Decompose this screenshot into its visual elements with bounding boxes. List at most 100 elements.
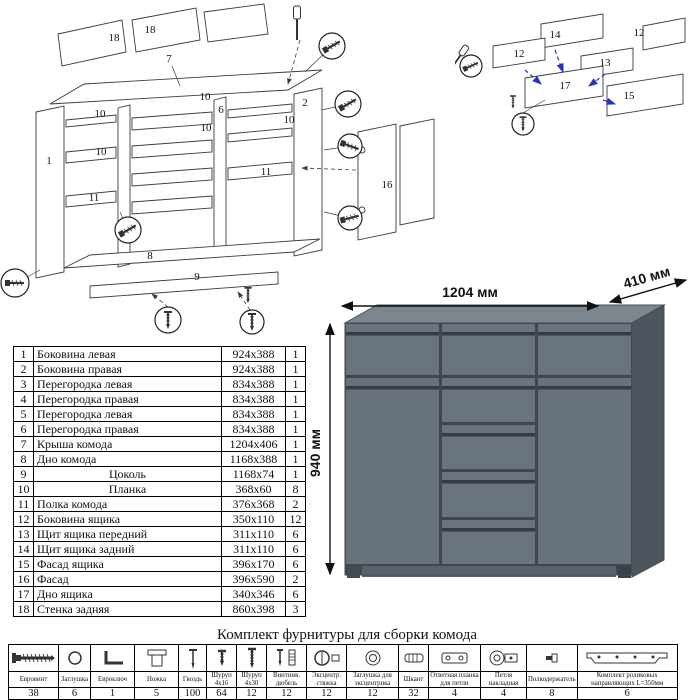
parts-cell-name: Боковина ящика: [33, 511, 222, 527]
parts-cell-num: 1: [13, 346, 34, 362]
parts-cell-num: 15: [13, 556, 34, 572]
hardware-item-name: Петля накладная: [480, 671, 527, 688]
parts-cell-name: Щит ящика задний: [33, 541, 222, 557]
parts-cell-size: 396x590: [221, 571, 286, 587]
hardware-item-name: Винтнив. дюбель: [266, 671, 307, 688]
parts-cell-size: 376x368: [221, 496, 286, 512]
parts-cell-qty: 1: [285, 346, 306, 362]
hardware-item-name: Ножка: [134, 671, 179, 688]
parts-cell-qty: 1: [285, 406, 306, 422]
parts-cell-qty: 1: [285, 376, 306, 392]
hardware-kit-title: Комплект фурнитуры для сборки комода: [216, 627, 477, 643]
parts-cell-qty: 8: [285, 481, 306, 497]
parts-cell-num: 3: [13, 376, 34, 392]
parts-cell-num: 16: [13, 571, 34, 587]
parts-cell-num: 12: [13, 511, 34, 527]
screwdriver-icon: [293, 5, 301, 40]
parts-cell-size: 834x388: [221, 376, 286, 392]
parts-cell-size: 340x346: [221, 586, 286, 602]
hardware-item-qty: 12: [306, 687, 347, 700]
parts-cell-size: 834x388: [221, 406, 286, 422]
parts-cell-num: 4: [13, 391, 34, 407]
parts-cell-qty: 6: [285, 541, 306, 557]
hardware-item-qty: 12: [236, 687, 267, 700]
strike-plate-icon: [428, 644, 481, 672]
diagram-part-number: 10: [96, 146, 108, 158]
hardware-item-qty: 1: [90, 687, 135, 700]
dowel-icon: [398, 644, 429, 672]
drawer-panels: [492, 13, 686, 117]
hardware-item-qty: 38: [8, 687, 59, 700]
depth-dimension-label: 410 мм: [621, 268, 672, 291]
chest-foot-right: [618, 566, 631, 578]
parts-cell-num: 6: [13, 421, 34, 437]
hardware-item-name: Гвоздь: [178, 671, 207, 688]
diagram-part-number: 12: [634, 27, 645, 39]
hardware-item-qty: 100: [178, 687, 207, 700]
parts-cell-num: 18: [13, 601, 34, 617]
parts-cell-qty: 12: [285, 511, 306, 527]
parts-cell-name: Перегородка левая: [33, 406, 222, 422]
diagram-part-number: 1: [46, 155, 52, 167]
cam-lock-icon: [306, 644, 347, 672]
hardware-item-name: Заглушка для эксцентрика: [346, 671, 399, 688]
parts-cell-name: Щит ящика передний: [33, 526, 222, 542]
parts-cell-qty: 2: [285, 571, 306, 587]
parts-cell-size: 350x110: [221, 511, 286, 527]
diagram-part-number: 18: [109, 32, 121, 44]
diagram-part-number: 17: [560, 80, 572, 92]
screw-long-icon: [236, 644, 267, 672]
hardware-item-name: Шкант: [398, 671, 429, 688]
parts-cell-name: Дно ящика: [33, 586, 222, 602]
hinge-icon: [480, 644, 527, 672]
hardware-item-qty: 32: [398, 687, 429, 700]
parts-cell-num: 7: [13, 436, 34, 452]
diagram-part-number: 2: [302, 97, 308, 109]
dimension-annotations: 1204 мм 410 мм 940 мм: [310, 268, 688, 576]
hardware-item-name: Эксцентр. стяжка: [306, 671, 347, 688]
drawer-grip-grooves: [346, 332, 631, 532]
parts-cell-qty: 1: [285, 436, 306, 452]
drawer-screwdriver-icon: [455, 44, 470, 70]
cabinet-panels: [35, 3, 435, 299]
roller-rails-icon: [576, 644, 678, 672]
parts-cell-name: Фасад ящика: [33, 556, 222, 572]
parts-cell-size: 368x60: [221, 481, 286, 497]
hardware-item-qty: 6: [576, 687, 678, 700]
parts-cell-num: 10: [13, 481, 34, 497]
parts-cell-size: 396x170: [221, 556, 286, 572]
hardware-item-name: Полкодержатель: [526, 671, 578, 688]
hardware-item-name: Евровинт: [8, 671, 59, 688]
hardware-item-name: Шуруп 4x30: [236, 671, 267, 688]
parts-cell-qty: 1: [285, 421, 306, 437]
parts-cell-qty: 1: [285, 361, 306, 377]
parts-cell-name: Перегородка правая: [33, 391, 222, 407]
diagram-part-number: 15: [624, 90, 636, 102]
hardware-item-name: Ответная планка для петли: [428, 671, 481, 688]
diagram-part-number: 18: [145, 24, 157, 36]
chest-body: [343, 304, 666, 578]
parts-cell-qty: 6: [285, 586, 306, 602]
parts-cell-size: 311x110: [221, 526, 286, 542]
cam-plug-icon: [346, 644, 399, 672]
parts-cell-size: 311x110: [221, 541, 286, 557]
parts-cell-qty: 6: [285, 556, 306, 572]
chest-plinth: [362, 566, 616, 577]
height-dimension-label: 940 мм: [310, 429, 323, 477]
diagram-part-number: 10: [95, 108, 107, 120]
parts-cell-name: Стенка задняя: [33, 601, 222, 617]
screw-short-icon: [206, 644, 237, 672]
parts-cell-qty: 1: [285, 451, 306, 467]
diagram-part-number: 14: [550, 29, 562, 41]
